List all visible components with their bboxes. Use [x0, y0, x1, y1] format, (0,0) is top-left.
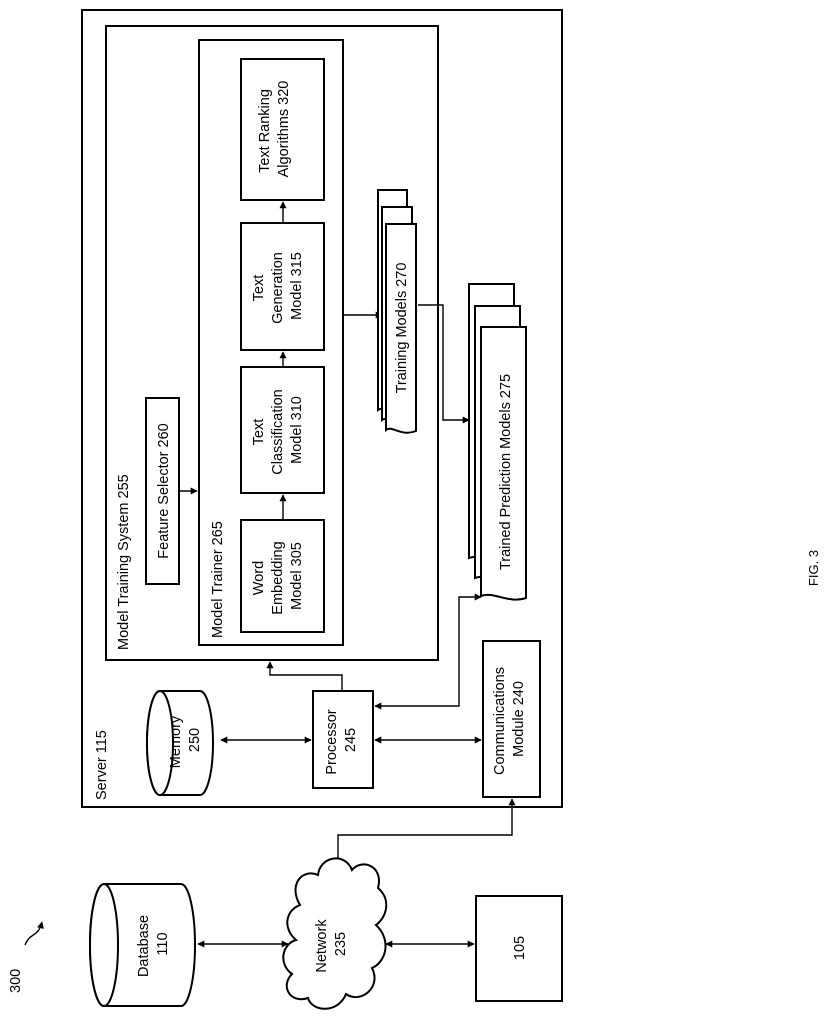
client-device-label: 105	[512, 936, 528, 960]
text-classification-line: Model 310	[289, 396, 305, 464]
figure-caption: FIG. 3	[806, 550, 821, 586]
feature-selector-label: Feature Selector 260	[156, 423, 172, 558]
text-ranking-line: Text Ranking	[257, 89, 273, 173]
figure-reference-label: 300	[8, 969, 24, 993]
communications-line: Module 240	[511, 681, 527, 757]
figure-reference-arrow	[25, 922, 42, 945]
text-classification-line: Text	[251, 419, 267, 446]
word-embedding-line: Embedding	[270, 541, 286, 614]
model-training-system-label: Model Training System 255	[116, 474, 132, 650]
text-generation-line: Generation	[270, 252, 286, 324]
arrow-comms-to-network	[338, 799, 512, 872]
text-ranking-line: Algorithms 320	[276, 81, 292, 178]
model-trainer-label: Model Trainer 265	[210, 521, 226, 638]
database-line: 110	[155, 932, 171, 955]
text-generation-line: Model 315	[289, 252, 305, 320]
processor-line: Processor	[324, 709, 340, 774]
training-models-label: Training Models 270	[394, 263, 410, 394]
server-label: Server 115	[94, 730, 110, 800]
network-line: 235	[333, 932, 349, 956]
text-classification-line: Classification	[270, 389, 286, 474]
memory-line: Memory	[168, 715, 184, 768]
processor-line: 245	[343, 728, 359, 752]
memory-line: 250	[187, 728, 203, 752]
database-line: Database	[136, 915, 152, 977]
network-line: Network	[314, 919, 330, 973]
trained-prediction-models-label: Trained Prediction Models 275	[498, 374, 514, 570]
word-embedding-line: Model 305	[289, 542, 305, 610]
communications-line: Communications	[492, 667, 508, 775]
database-cylinder-cap	[90, 884, 118, 1006]
word-embedding-line: Word	[251, 561, 267, 595]
text-generation-line: Text	[251, 275, 267, 302]
